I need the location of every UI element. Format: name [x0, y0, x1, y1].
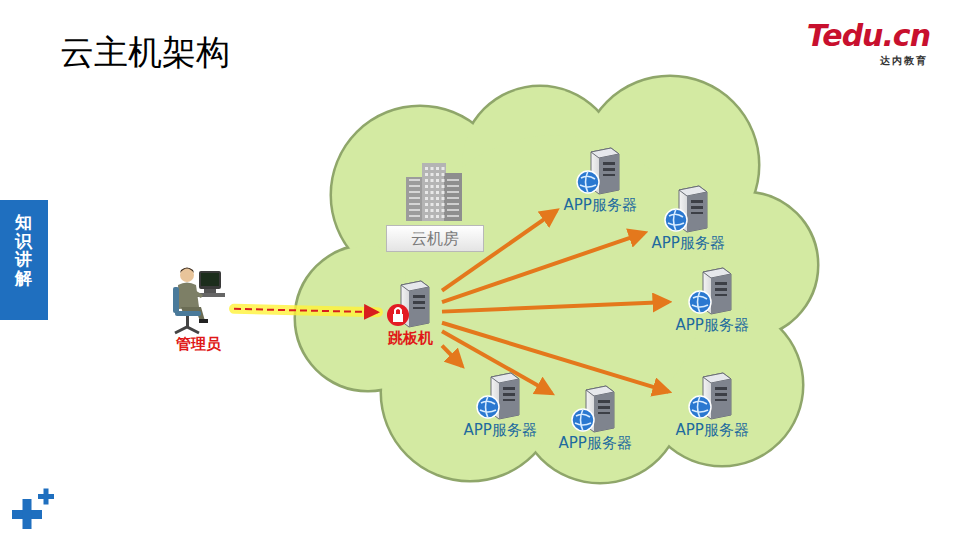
server-icon — [663, 184, 713, 234]
app-server-node: APP服务器 — [672, 264, 753, 336]
person-label: 管理员 — [176, 335, 221, 353]
person-node: 管理员 — [165, 261, 231, 355]
app-server-label: APP服务器 — [464, 421, 537, 439]
app-server-label: APP服务器 — [652, 234, 725, 252]
jump-server-label: 跳板机 — [388, 329, 433, 347]
app-server-node: APP服务器 — [460, 369, 541, 441]
slide-title: 云主机架构 — [60, 30, 230, 76]
app-server-label: APP服务器 — [564, 196, 637, 214]
person-icon — [169, 263, 227, 335]
arrow-connector — [234, 309, 378, 312]
app-server-node: APP服务器 — [648, 182, 729, 254]
side-tab-text: 知识讲解 — [15, 213, 32, 288]
side-tab — [0, 200, 48, 320]
plus-icons — [12, 489, 54, 530]
app-server-label: APP服务器 — [676, 316, 749, 334]
arrow-connector — [442, 346, 462, 366]
app-server-node: APP服务器 — [672, 369, 753, 441]
jump-server-icon — [385, 279, 435, 329]
edge-glow — [234, 309, 378, 312]
arrow-connector — [442, 302, 669, 312]
server-icon — [687, 266, 737, 316]
logo-subtext: 达内教育 — [880, 54, 928, 68]
app-server-node: APP服务器 — [560, 144, 641, 216]
app-server-node: APP服务器 — [555, 382, 636, 454]
server-icon — [687, 371, 737, 421]
datacenter-node: 云机房 — [382, 157, 488, 254]
logo-text: Tedu.cn — [807, 18, 930, 53]
arrow-connector — [442, 323, 669, 392]
server-icon — [570, 384, 620, 434]
server-icon — [575, 146, 625, 196]
datacenter-label: 云机房 — [386, 225, 484, 252]
jump-server-node: 跳板机 — [381, 277, 439, 349]
building-icon — [404, 159, 466, 223]
app-server-label: APP服务器 — [676, 421, 749, 439]
server-icon — [475, 371, 525, 421]
app-server-label: APP服务器 — [559, 434, 632, 452]
